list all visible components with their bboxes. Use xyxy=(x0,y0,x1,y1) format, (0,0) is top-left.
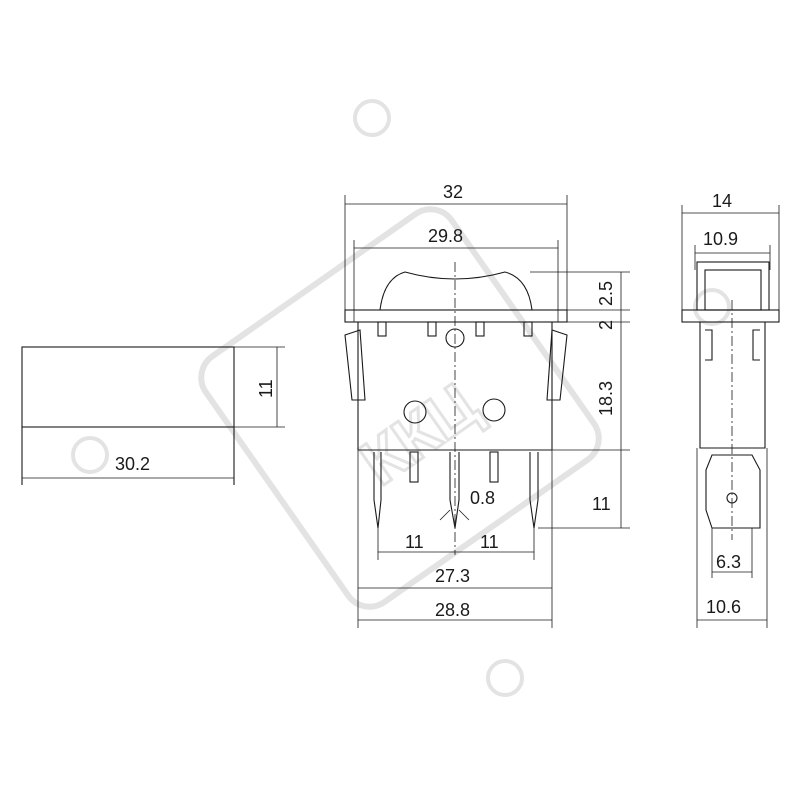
dim-terminal-thickness: 0.8 xyxy=(470,488,495,508)
dim-pitch-right: 11 xyxy=(480,532,499,552)
dim-side-body-width: 10.6 xyxy=(706,597,741,617)
dim-pitch-left: 11 xyxy=(405,532,424,552)
dim-body-height: 18.3 xyxy=(596,381,616,416)
dim-left-height: 11 xyxy=(256,379,276,398)
dim-rocker-width: 29.8 xyxy=(428,226,463,246)
left-view: 30.2 11 xyxy=(21,346,285,485)
dim-left-width: 30.2 xyxy=(115,454,150,474)
dim-side-terminal-width: 6.3 xyxy=(716,552,741,572)
watermark-text: ККЦ xyxy=(347,368,491,499)
front-view: 32 29.8 xyxy=(344,182,630,628)
dim-rocker-height: 2.5 xyxy=(596,281,616,306)
dim-terminal-length: 11 xyxy=(592,494,611,514)
dim-side-width: 14 xyxy=(712,191,732,211)
dim-overall-body-width: 28.8 xyxy=(435,600,470,620)
dim-flange: 2 xyxy=(596,320,616,330)
watermark-logo: ККЦ xyxy=(71,99,731,697)
dim-housing-width: 32 xyxy=(443,182,463,202)
dim-body-width: 27.3 xyxy=(435,566,470,586)
side-view: 14 10.9 6.3 10.6 xyxy=(681,191,780,628)
dim-side-rocker-width: 10.9 xyxy=(703,229,738,249)
